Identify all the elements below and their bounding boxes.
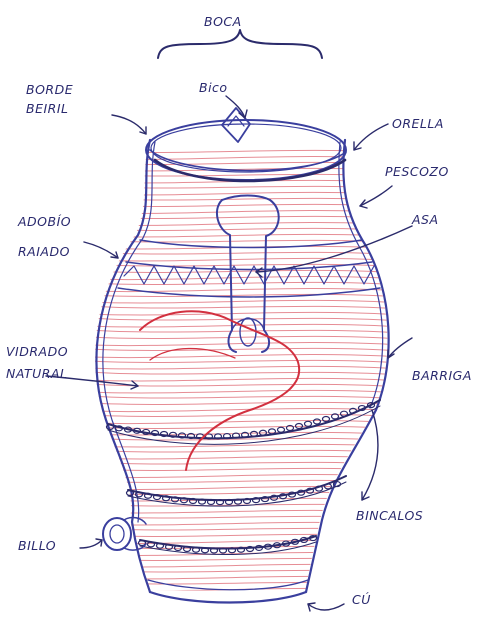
label-bico: Bico: [199, 80, 228, 95]
labels: BOCA Bico BORDE BEIRIL ORELLA PESCOZO AD…: [6, 14, 472, 607]
label-orella: ORELLA: [392, 116, 444, 131]
label-cu: CÚ: [352, 592, 371, 607]
label-borde: BORDE: [26, 82, 73, 97]
label-raiado: RAIADO: [18, 244, 70, 259]
boca-bracket: [158, 30, 322, 58]
label-barriga: BARRIGA: [412, 368, 472, 383]
label-pescozo: PESCOZO: [385, 164, 449, 179]
label-beiril: BEIRIL: [26, 101, 69, 116]
leader-lines: [46, 96, 412, 611]
label-asa: ASA: [411, 212, 439, 227]
label-adobio: ADOBÍO: [17, 214, 71, 229]
jug-rim: [146, 108, 346, 181]
label-boca: BOCA: [204, 14, 242, 29]
label-natural: NATURAL: [6, 366, 67, 381]
label-vidrado: VIDRADO: [6, 344, 68, 359]
red-hatching: [90, 150, 400, 597]
label-billo: BILLO: [18, 538, 56, 553]
jug-outline: [96, 140, 388, 603]
label-bincalos: BINCALOS: [356, 508, 423, 523]
